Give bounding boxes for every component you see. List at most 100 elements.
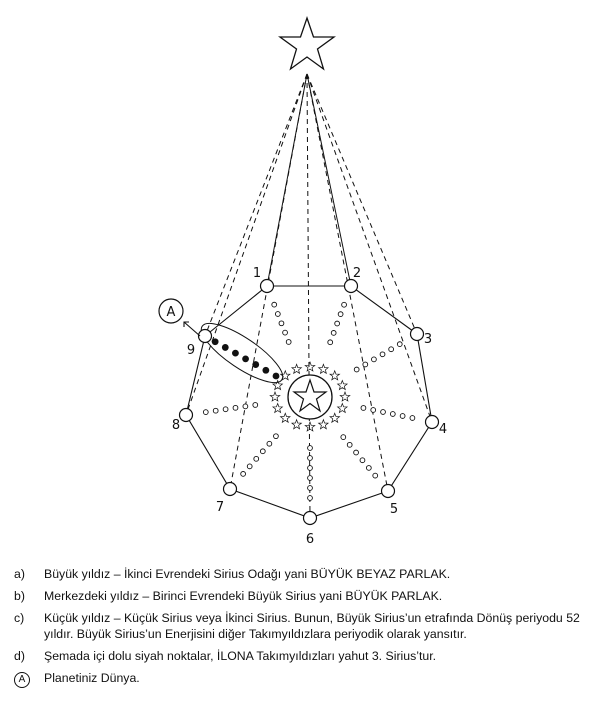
legend-text: Planetiniz Dünya. <box>44 671 140 685</box>
ilona-ellipse <box>200 322 284 384</box>
ilona-dot <box>221 344 229 351</box>
spoke-dot <box>334 320 340 327</box>
legend-key-wrap: A <box>14 670 44 688</box>
vertex-node <box>409 326 425 342</box>
vertex-label: 2 <box>353 266 361 281</box>
spoke-dot <box>379 351 386 358</box>
small-star-icon <box>279 369 291 381</box>
spoke-dot <box>360 405 367 411</box>
spoke-dot <box>365 465 372 471</box>
cone-line <box>306 73 311 519</box>
legend-item-d: d) Şemada içi dolu siyah noktalar, İLONA… <box>14 648 599 664</box>
vertex-node <box>178 407 194 423</box>
vertex-label: 9 <box>187 343 195 358</box>
vertex-label: 6 <box>306 532 314 547</box>
vertex-label: 1 <box>253 266 261 281</box>
legend-key: c) <box>14 611 25 625</box>
vertex-label: 8 <box>172 418 180 433</box>
small-star-icon <box>279 412 291 424</box>
small-star-icon <box>271 402 284 414</box>
cone-line <box>185 73 308 416</box>
spoke-dot <box>285 339 292 345</box>
legend-key: d) <box>14 649 25 663</box>
small-star-icon <box>317 363 330 375</box>
legend-item-b: b) Merkezdeki yıldız – Birinci Evrendeki… <box>14 588 599 604</box>
ilona-dot <box>252 361 260 368</box>
spoke-dot <box>222 406 229 413</box>
legend-key: A <box>14 672 30 688</box>
spoke-dot <box>240 471 246 477</box>
legend-key: b) <box>14 589 25 603</box>
spoke-dot <box>307 495 313 501</box>
spoke-dot <box>307 465 313 471</box>
earth-arrow <box>183 321 201 337</box>
cone-line <box>204 73 308 337</box>
nonagon-edge <box>185 285 433 519</box>
earth-arrowhead <box>183 321 189 327</box>
small-star-icon <box>339 390 351 402</box>
small-star-icon <box>329 369 341 381</box>
small-star-icon <box>336 379 349 391</box>
small-star-icon <box>304 420 316 432</box>
small-stars-ring <box>269 360 351 432</box>
vertex-label: 5 <box>390 502 398 517</box>
spoke-dot <box>307 475 313 481</box>
spoke-dot <box>307 485 313 491</box>
spoke-dot <box>380 409 386 415</box>
spoke-dot <box>371 356 377 363</box>
legend-text: Küçük yıldız – Küçük Sirius veya İkinci … <box>44 611 580 641</box>
legend-text: Merkezdeki yıldız – Birinci Evrendeki Bü… <box>44 589 443 603</box>
spoke-dot <box>340 434 347 440</box>
ilona-dot <box>272 372 280 380</box>
spoke-dot <box>278 320 285 327</box>
spoke-dot <box>232 404 239 411</box>
ilona-dot <box>262 366 270 374</box>
spoke-dot <box>202 409 209 415</box>
spoke-dot <box>341 301 347 308</box>
spoke-dot <box>337 311 344 317</box>
spoke-dot <box>359 457 366 464</box>
spoke-dot <box>389 411 396 417</box>
spoke-dot <box>346 441 353 448</box>
spoke-dot <box>253 455 260 462</box>
spoke-dot <box>274 311 281 317</box>
vertex-node <box>343 278 359 294</box>
spoke-dot <box>372 472 379 479</box>
spoke-dot <box>353 366 360 373</box>
spoke-dot <box>330 330 337 336</box>
nonagon-outline <box>185 285 433 519</box>
ilona-dot <box>232 349 239 357</box>
cone-line <box>266 73 308 287</box>
spoke-dot <box>273 433 279 440</box>
vertex-label: 4 <box>439 422 447 437</box>
spoke-dot <box>271 301 278 308</box>
spoke-dot <box>307 455 313 461</box>
spoke-dot <box>252 402 259 408</box>
spoke-dot <box>353 449 359 456</box>
small-star-icon <box>269 390 281 402</box>
spoke-dot <box>246 463 253 470</box>
vertex-node <box>380 483 396 499</box>
cone-lines <box>185 73 433 519</box>
small-star-icon <box>271 379 284 391</box>
ilona-dot <box>242 355 249 363</box>
legend-key: a) <box>14 567 25 581</box>
ilona-dots <box>200 322 284 384</box>
big-star-icon <box>278 15 336 71</box>
ilona-dot <box>211 338 219 346</box>
small-star-icon <box>329 412 341 424</box>
spoke-dot <box>266 440 273 447</box>
spoke-dot <box>362 361 369 368</box>
earth-marker-circle <box>158 298 184 324</box>
vertex-node <box>259 278 275 294</box>
vertex-label: 3 <box>424 332 432 347</box>
cone-line <box>306 73 352 287</box>
vertex-node <box>222 481 238 497</box>
spoke-dot <box>282 329 288 336</box>
spoke-dot <box>242 403 249 410</box>
small-star-icon <box>304 360 316 372</box>
vertex-node <box>197 328 213 344</box>
legend-text: Büyük yıldız – İkinci Evrendeki Sirius O… <box>44 567 451 581</box>
